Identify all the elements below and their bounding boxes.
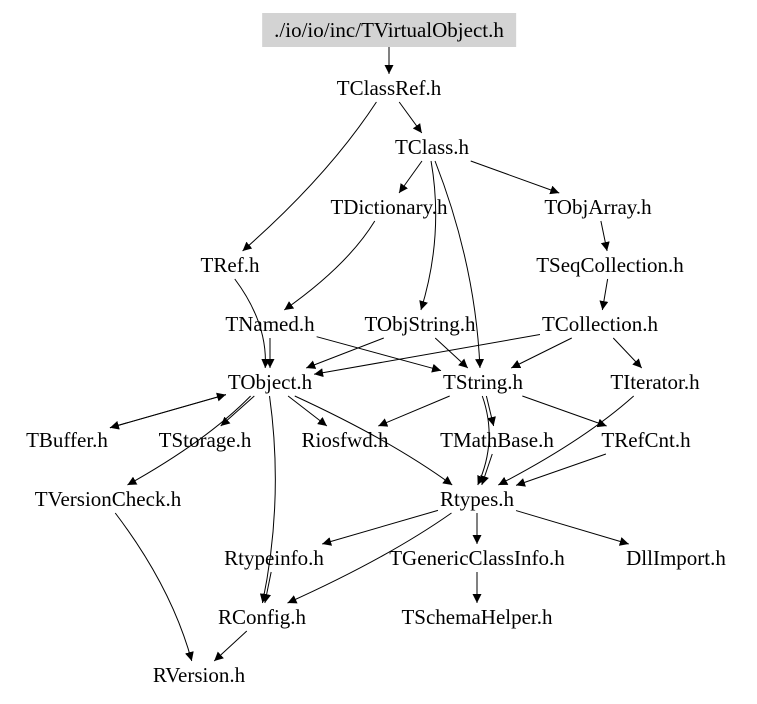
edge-tobject-to-riosfwd — [287, 395, 328, 427]
node-tgenericclassinfo[interactable]: TGenericClassInfo.h — [389, 546, 565, 570]
edge-tobject-to-tversioncheck — [127, 395, 251, 486]
edge-tobject-to-tstorage — [220, 395, 255, 427]
edge-tnamed-to-tstring — [316, 336, 442, 373]
node-tcollection[interactable]: TCollection.h — [541, 312, 659, 336]
root-node[interactable]: ./io/io/inc/TVirtualObject.h — [262, 13, 516, 47]
edge-tclassref-to-tclass — [398, 101, 423, 134]
node-tobjarray[interactable]: TObjArray.h — [544, 195, 652, 219]
edge-rtypes-to-rtypeinfo — [322, 509, 439, 546]
edge-tdictionary-to-tnamed — [283, 220, 376, 311]
edge-tcollection-to-tstring — [511, 337, 572, 369]
edge-titerator-to-rtypes — [498, 395, 635, 486]
edge-tclass-to-tobjstring — [419, 160, 437, 311]
node-tref[interactable]: TRef.h — [200, 253, 260, 277]
node-riosfwd[interactable]: Riosfwd.h — [301, 428, 389, 452]
node-rtypeinfo[interactable]: Rtypeinfo.h — [224, 546, 324, 570]
edge-tobjstring-to-tstring — [434, 337, 469, 369]
node-trefcnt[interactable]: TRefCnt.h — [601, 428, 691, 452]
edge-tclassref-to-tref — [242, 101, 377, 252]
edge-tmathbase-to-rtypes — [480, 453, 493, 486]
node-tversioncheck[interactable]: TVersionCheck.h — [34, 487, 182, 511]
edge-tobjstring-to-tobject — [306, 337, 384, 369]
edge-rtypes-to-rconfig — [287, 512, 452, 604]
node-tbuffer[interactable]: TBuffer.h — [26, 428, 108, 452]
edge-tclass-to-tdictionary — [398, 160, 423, 194]
node-tdictionary[interactable]: TDictionary.h — [330, 195, 448, 219]
node-rtypes[interactable]: Rtypes.h — [439, 487, 515, 511]
edge-tstring-to-tmathbase — [485, 395, 496, 427]
edge-tversioncheck-to-rversion — [114, 512, 194, 662]
edge-tobject-to-rconfig — [259, 395, 276, 604]
edge-tref-to-tobject — [234, 278, 271, 369]
edge-tstring-to-trefcnt — [522, 395, 607, 428]
edge-tbuffer-to-tobject — [109, 392, 227, 429]
node-rconfig[interactable]: RConfig.h — [217, 605, 307, 629]
node-tobjstring[interactable]: TObjString.h — [364, 312, 476, 336]
edge-rconfig-to-rversion — [213, 630, 248, 662]
node-rversion[interactable]: RVersion.h — [152, 663, 246, 687]
node-tobject[interactable]: TObject.h — [227, 370, 313, 394]
edge-rtypeinfo-to-rconfig — [262, 571, 272, 604]
edge-tobject-to-rtypes — [294, 395, 453, 486]
node-dllimport[interactable]: DllImport.h — [626, 546, 726, 570]
node-tnamed[interactable]: TNamed.h — [225, 312, 315, 336]
edge-tcollection-to-tobject — [314, 334, 541, 378]
node-tstring[interactable]: TString.h — [443, 370, 523, 394]
edge-rtypes-to-dllimport — [515, 510, 629, 546]
node-tstorage[interactable]: TStorage.h — [158, 428, 252, 452]
edge-trefcnt-to-rtypes — [515, 453, 607, 487]
edge-tclass-to-tobjarray — [470, 160, 560, 195]
node-titerator[interactable]: TIterator.h — [610, 370, 700, 394]
edge-tstring-to-riosfwd — [378, 395, 450, 427]
edge-tcollection-to-titerator — [612, 337, 643, 369]
edge-tseqcollection-to-tcollection — [599, 278, 609, 311]
node-tmathbase[interactable]: TMathBase.h — [440, 428, 554, 452]
node-tclassref[interactable]: TClassRef.h — [336, 76, 442, 100]
node-tseqcollection[interactable]: TSeqCollection.h — [536, 253, 684, 277]
edge-tclass-to-tstring — [434, 160, 485, 369]
node-tclass[interactable]: TClass.h — [394, 135, 470, 159]
edge-tobjarray-to-tseqcollection — [600, 220, 610, 252]
node-tschemahelper[interactable]: TSchemaHelper.h — [401, 605, 553, 629]
